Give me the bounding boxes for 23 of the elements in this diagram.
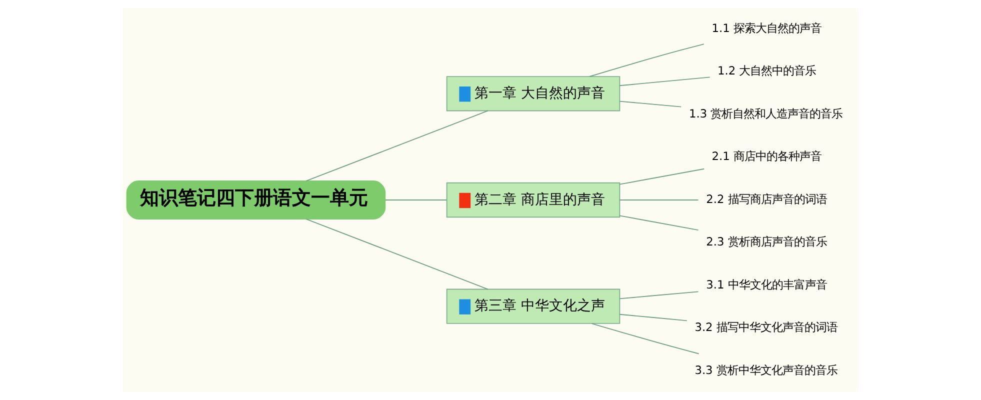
node-box: 第三章 中华文化之声 (446, 288, 620, 324)
connector (618, 76, 710, 86)
connector (588, 44, 704, 77)
node-text: 1.3 赏析自然和人造声音的音乐 (688, 106, 842, 120)
connector (618, 100, 682, 108)
connector (618, 168, 704, 185)
node-text: 3.1 中华文化的丰富声音 (706, 277, 826, 292)
node-box: 第二章 商店里的声音 (446, 182, 620, 218)
node-text: 1.1 探索大自然的声音 (711, 21, 822, 35)
connector (618, 215, 698, 231)
node-box: 第一章 大自然的声音 (446, 76, 620, 112)
node-text: 1.2 大自然中的音乐 (717, 64, 816, 78)
node-text: 2.2 描写商店声音的词语 (706, 192, 826, 206)
node-text: 3.2 描写中华文化声音的词语 (694, 320, 837, 334)
connector (305, 110, 488, 182)
node-text: 2.3 赏析商店声音的音乐 (706, 234, 826, 249)
node-text: 2.1 商店中的各种声音 (711, 149, 822, 164)
connector (590, 323, 699, 354)
connector (618, 291, 698, 300)
connector (618, 314, 687, 322)
connector (305, 218, 488, 290)
node-box: 知识笔记四下册语文一单元 (126, 180, 386, 220)
node-text: 3.3 赏析中华文化声音的音乐 (694, 362, 837, 377)
